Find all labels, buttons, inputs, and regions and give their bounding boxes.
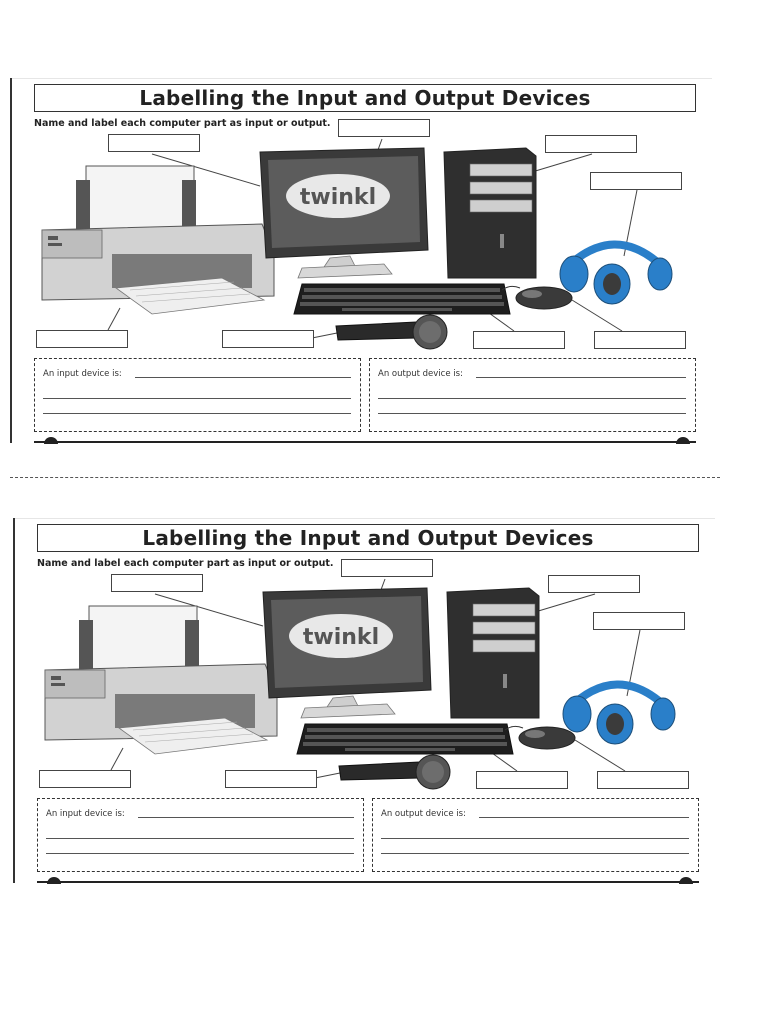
printer-icon (44, 605, 278, 755)
worksheet-title-text: Labelling the Input and Output Devices (139, 86, 591, 110)
output-device-box[interactable]: An output device is: (372, 798, 699, 872)
footer-bar (34, 437, 696, 444)
input-device-box[interactable]: An input device is: (37, 798, 364, 872)
monitor-icon: twinkl (262, 587, 432, 719)
input-device-prompt: An input device is: (46, 809, 125, 819)
input-device-box[interactable]: An input device is: (34, 358, 361, 432)
writing-line (381, 853, 689, 854)
footer-tab-right (679, 877, 693, 884)
label-box-microphone[interactable] (225, 770, 317, 788)
footer-tab-left (44, 437, 58, 444)
label-box-printer-tray[interactable] (36, 330, 128, 348)
writing-line (378, 398, 686, 399)
computer-tower-icon (443, 147, 537, 279)
top-rule (15, 518, 715, 519)
label-box-printer-tray[interactable] (39, 770, 131, 788)
keyboard-icon (293, 283, 511, 315)
worksheet-title: Labelling the Input and Output Devices (37, 524, 699, 552)
top-rule (12, 78, 712, 79)
writing-line (135, 377, 351, 378)
worksheet-instruction: Name and label each computer part as inp… (34, 118, 331, 129)
label-box-monitor[interactable] (341, 559, 433, 577)
label-box-printer[interactable] (108, 134, 200, 152)
worksheet-title: Labelling the Input and Output Devices (34, 84, 696, 112)
footer-rule (34, 441, 696, 443)
devices-illustration: twinkl (44, 578, 676, 790)
label-box-headphones[interactable] (590, 172, 682, 190)
keyboard-icon (296, 723, 514, 755)
left-rule (13, 518, 15, 883)
label-box-monitor[interactable] (338, 119, 430, 137)
worksheet-top: Labelling the Input and Output Devices N… (10, 78, 712, 453)
footer-bar (37, 877, 699, 884)
worksheet-instruction: Name and label each computer part as inp… (37, 558, 334, 569)
mouse-icon (501, 285, 573, 310)
worksheet-title-text: Labelling the Input and Output Devices (142, 526, 594, 550)
microphone-icon (335, 314, 448, 350)
headphones-icon (562, 680, 676, 745)
devices-illustration: twinkl (41, 138, 673, 350)
output-device-box[interactable]: An output device is: (369, 358, 696, 432)
writing-line (378, 413, 686, 414)
writing-line (138, 817, 354, 818)
label-box-mouse[interactable] (594, 331, 686, 349)
label-box-keyboard[interactable] (476, 771, 568, 789)
label-box-headphones[interactable] (593, 612, 685, 630)
writing-line (476, 377, 686, 378)
label-box-mouse[interactable] (597, 771, 689, 789)
printer-icon (41, 165, 275, 315)
microphone-icon (338, 754, 451, 790)
label-box-tower[interactable] (548, 575, 640, 593)
output-device-prompt: An output device is: (378, 369, 463, 379)
monitor-logo: twinkl (303, 625, 379, 650)
monitor-logo: twinkl (300, 185, 376, 210)
footer-rule (37, 881, 699, 883)
mouse-icon (504, 725, 576, 750)
output-device-prompt: An output device is: (381, 809, 466, 819)
writing-line (43, 413, 351, 414)
monitor-icon: twinkl (259, 147, 429, 279)
computer-tower-icon (446, 587, 540, 719)
label-box-printer[interactable] (111, 574, 203, 592)
cut-line (10, 477, 720, 478)
writing-line (46, 853, 354, 854)
label-box-microphone[interactable] (222, 330, 314, 348)
footer-tab-right (676, 437, 690, 444)
writing-line (46, 838, 354, 839)
footer-tab-left (47, 877, 61, 884)
writing-line (381, 838, 689, 839)
writing-line (479, 817, 689, 818)
writing-line (43, 398, 351, 399)
left-rule (10, 78, 12, 443)
label-box-keyboard[interactable] (473, 331, 565, 349)
input-device-prompt: An input device is: (43, 369, 122, 379)
worksheet-bottom: Labelling the Input and Output Devices N… (13, 518, 715, 893)
label-box-tower[interactable] (545, 135, 637, 153)
headphones-icon (559, 240, 673, 305)
